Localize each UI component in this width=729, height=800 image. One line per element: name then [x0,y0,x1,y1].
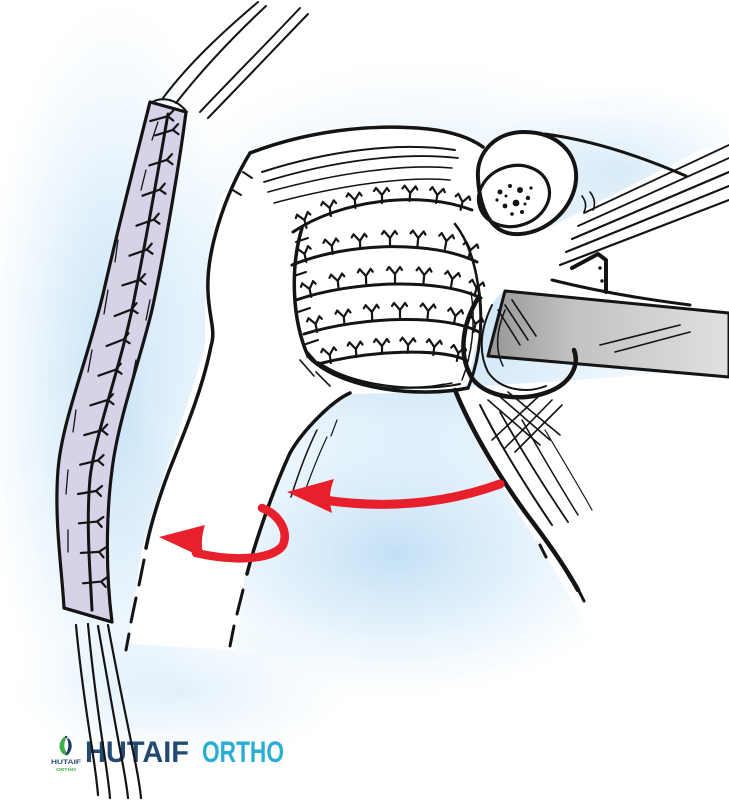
graft-suture-tails-top [162,1,309,119]
brand-logo: HUTAIF ORTHO HUTAIF ORTHO [51,735,284,772]
rotation-arrow-upper [287,479,505,513]
internal-rotation-arrows [159,479,505,563]
graft-shading [65,121,159,553]
retracted-tissue-curl [452,295,593,603]
tubularized-tendon-graft [55,1,309,800]
retracted-flap-fibers [543,132,729,307]
rotation-arrow-lower [159,503,289,563]
graft-running-suture [86,112,170,612]
capsule-plication-suture-rows [290,184,487,394]
wordmark-primary: HUTAIF [85,736,189,769]
cut-tendon-stump [475,130,596,237]
deltoid-and-humerus-outline [124,125,485,652]
emblem-sublabel: ORTHO [56,767,77,772]
retractor-blade [486,252,729,379]
wordmark-secondary: ORTHO [202,736,284,769]
stump-stipple [495,184,533,216]
hutaif-emblem-icon [59,735,72,756]
emblem-label: HUTAIF [51,759,81,766]
superior-tissue-fibers [261,145,459,204]
graft-tendon-strands-bottom [74,622,143,800]
